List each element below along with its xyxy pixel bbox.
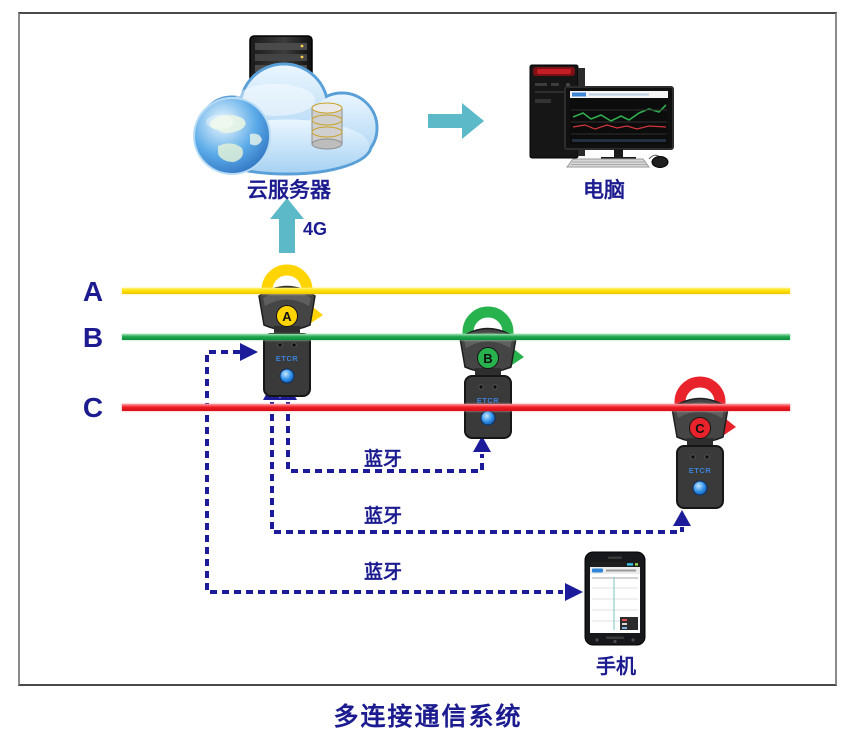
- clamp-logo: ETCR: [477, 396, 500, 405]
- clamp-body: [263, 333, 311, 397]
- clamp-logo: ETCR: [689, 466, 712, 475]
- page-title: 多连接通信系统: [333, 703, 523, 731]
- phase-label-a: A: [82, 276, 104, 307]
- clamp-badge: [477, 347, 499, 369]
- clamp-led: [690, 454, 696, 460]
- diagram-border: [18, 12, 837, 686]
- monitor-icon: [564, 86, 674, 161]
- clamp-button: [279, 368, 295, 384]
- clamp-badge: [276, 305, 298, 327]
- clamp-badge-letter: A: [282, 309, 292, 324]
- clamp-neck: [274, 326, 300, 336]
- clamp-led: [704, 454, 710, 460]
- clamp-led: [277, 342, 283, 348]
- cloud-server-label: 云服务器: [247, 179, 331, 202]
- bluetooth-path-phone: [205, 350, 563, 594]
- uplink-4g-label: 4G: [303, 219, 328, 239]
- arrowhead-into-clamp-c: [673, 510, 691, 526]
- database-icon: [311, 102, 343, 150]
- uplink-4g-arrow: [270, 198, 304, 253]
- computer-illustration: [529, 64, 674, 168]
- clamp-badge-letter: B: [483, 351, 492, 366]
- clamp-led: [291, 342, 297, 348]
- bluetooth-label-3: 蓝牙: [363, 562, 403, 583]
- mouse-icon: [648, 154, 669, 168]
- phase-line-b: [122, 334, 790, 340]
- clamp-neck: [687, 438, 713, 448]
- keyboard-icon: [566, 158, 650, 168]
- phase-label-c: C: [82, 392, 104, 423]
- bluetooth-path-clamp-c: [270, 402, 684, 534]
- computer-label: 电脑: [583, 179, 625, 202]
- phase-label-b: B: [82, 322, 104, 353]
- clamp-led: [492, 384, 498, 390]
- clamp-badge-letter: C: [695, 421, 705, 436]
- cloud-to-pc-arrow: [428, 103, 484, 139]
- clamp-badge: [689, 417, 711, 439]
- clamp-jaw-top: [263, 290, 311, 306]
- cloud-server-illustration: [193, 35, 379, 176]
- clamp-body: [676, 445, 724, 509]
- clamp-meter-b: B ETCR: [459, 306, 524, 439]
- clamp-logo: ETCR: [276, 354, 299, 363]
- globe-icon: [193, 97, 271, 175]
- phone-illustration: [584, 551, 646, 646]
- clamp-button: [692, 480, 708, 496]
- arrowhead-into-phone: [565, 583, 583, 601]
- phase-line-a: [122, 288, 790, 294]
- phase-line-c: [122, 404, 790, 411]
- bluetooth-label-1: 蓝牙: [363, 449, 403, 470]
- bluetooth-label-2: 蓝牙: [363, 506, 403, 527]
- clamp-neck: [475, 368, 501, 378]
- clamp-meter-a: A ETCR: [258, 264, 323, 397]
- clamp-meter-c: C ETCR: [671, 376, 736, 509]
- clamp-led: [478, 384, 484, 390]
- clamp-button: [480, 410, 496, 426]
- phone-earpiece: [608, 556, 622, 559]
- phone-label: 手机: [596, 656, 636, 678]
- arrowhead-into-clamp-a-side: [240, 343, 258, 361]
- arrowhead-into-clamp-b: [473, 436, 491, 452]
